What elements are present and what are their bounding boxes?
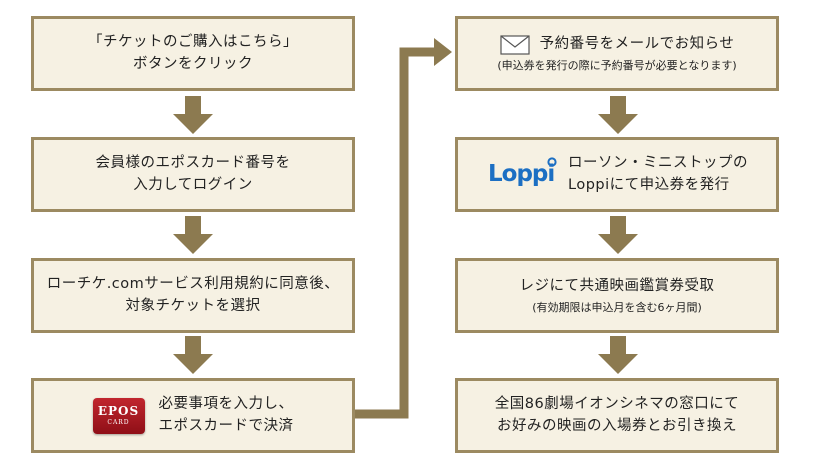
step-box-6: Loppi ローソン・ミニストップの Loppiにて申込券を発行 xyxy=(455,137,779,212)
step-1-line1: 「チケットのご購入はこちら」 xyxy=(88,33,298,50)
step-8-line1: 全国86劇場イオンシネマの窓口にて xyxy=(494,395,740,412)
epos-card-logo: EPOS CARD xyxy=(92,397,145,434)
step-box-7: レジにて共通映画鑑賞券受取 (有効期限は申込月を含む6ヶ月間) xyxy=(455,258,779,333)
down-arrow-1 xyxy=(173,96,213,134)
step-4-line1: 必要事項を入力し、 xyxy=(158,395,294,412)
step-7-sub: (有効期限は申込月を含む6ヶ月間) xyxy=(532,301,702,315)
down-arrow-3 xyxy=(173,336,213,374)
loppi-logo-text: Loppi xyxy=(488,161,554,187)
step-3-line2: 対象チケットを選択 xyxy=(125,297,261,314)
step-box-1: 「チケットのご購入はこちら」 ボタンをクリック xyxy=(31,16,355,91)
step-8-line2: お好みの映画の入場券とお引き換え xyxy=(496,417,737,434)
down-arrow-5 xyxy=(598,216,638,254)
loppi-logo: Loppi xyxy=(486,156,558,193)
step-2-line2: 入力してログイン xyxy=(133,176,253,193)
down-arrow-2 xyxy=(173,216,213,254)
step-box-4: EPOS CARD 必要事項を入力し、 エポスカードで決済 xyxy=(31,378,355,453)
step-box-2: 会員様のエポスカード番号を 入力してログイン xyxy=(31,137,355,212)
mail-icon xyxy=(500,34,530,55)
step-2-line1: 会員様のエポスカード番号を xyxy=(95,154,291,171)
step-3-line1: ローチケ.comサービス利用規約に同意後、 xyxy=(46,275,340,292)
step-box-5: 予約番号をメールでお知らせ (申込券を発行の際に予約番号が必要となります) xyxy=(455,16,779,91)
step-7-line1: レジにて共通映画鑑賞券受取 xyxy=(519,277,715,294)
step-6-line1: ローソン・ミニストップの xyxy=(568,154,748,171)
epos-logo-top: EPOS xyxy=(97,404,140,418)
step-5-line1: 予約番号をメールでお知らせ xyxy=(539,35,735,52)
step-6-line2: Loppiにて申込券を発行 xyxy=(568,176,730,193)
step-box-3: ローチケ.comサービス利用規約に同意後、 対象チケットを選択 xyxy=(31,258,355,333)
step-5-sub: (申込券を発行の際に予約番号が必要となります) xyxy=(497,59,737,73)
step-4-line2: エポスカードで決済 xyxy=(158,417,294,434)
step-1-line2: ボタンをクリック xyxy=(133,55,253,72)
step-box-8: 全国86劇場イオンシネマの窓口にて お好みの映画の入場券とお引き換え xyxy=(455,378,779,453)
down-arrow-4 xyxy=(598,96,638,134)
down-arrow-6 xyxy=(598,336,638,374)
epos-logo-bottom: CARD xyxy=(107,419,130,426)
loppi-logo-mark: Loppi xyxy=(488,156,557,187)
